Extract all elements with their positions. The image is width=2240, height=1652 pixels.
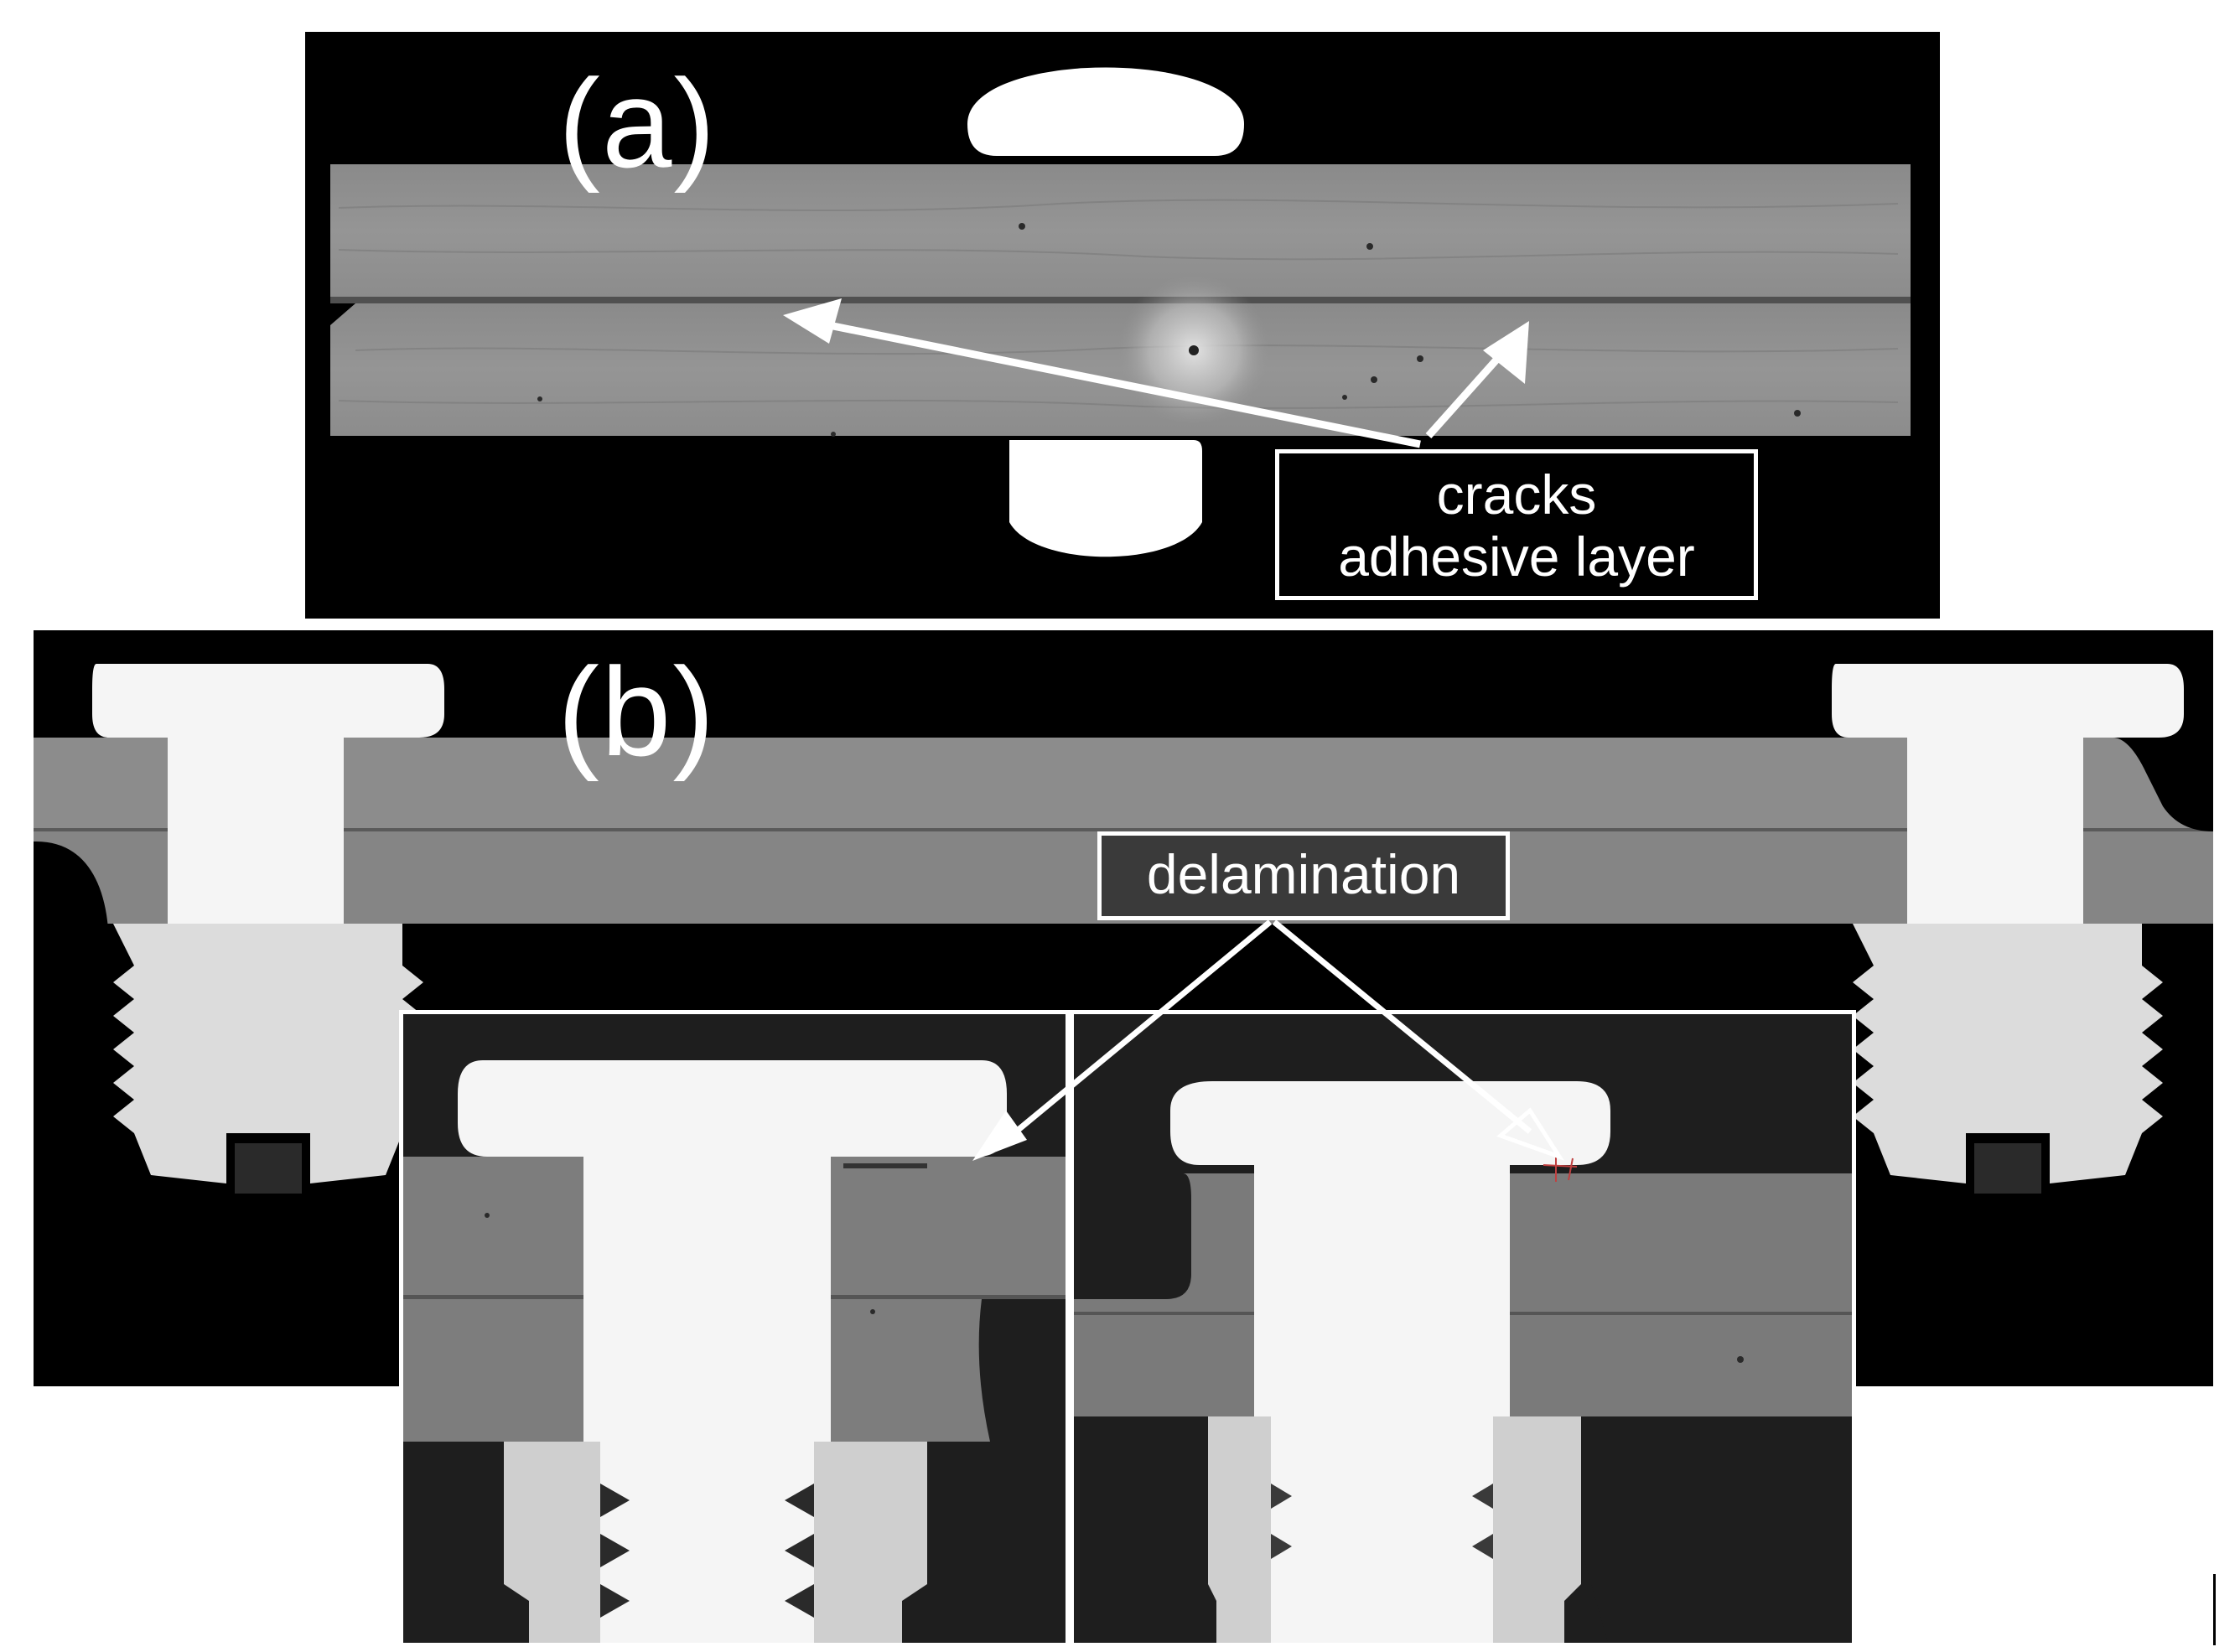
cracks-callout-box: cracks adhesive layer	[1275, 449, 1758, 600]
adhesive-crack-line	[330, 297, 1911, 303]
panel-label-b: (b)	[557, 641, 717, 782]
top-laminate-band	[34, 738, 2213, 836]
callout-line-cracks: cracks	[1436, 463, 1597, 526]
delamination-callout-box: delamination	[1097, 831, 1510, 920]
upper-laminate	[330, 164, 1911, 298]
corner-tick-mark	[2213, 1574, 2216, 1645]
lower-rivet	[1009, 440, 1202, 557]
zoom-inset-right	[1070, 1010, 1856, 1647]
inset-right-image	[1074, 1014, 1852, 1643]
lower-laminate	[330, 303, 1911, 436]
callout-line-adhesive-layer: adhesive layer	[1338, 526, 1695, 588]
left-screw	[92, 664, 444, 1194]
zoom-inset-left	[399, 1010, 1070, 1647]
ct-scan-panel-a: (a) cracks adhesive layer	[305, 32, 1940, 619]
right-screw	[1832, 664, 2184, 1194]
panel-label-a: (a)	[558, 53, 718, 194]
inset-right-delamination-marks	[1543, 1157, 1578, 1182]
upper-rivet-head	[967, 67, 1244, 156]
ct-slice-a-image	[330, 67, 1911, 557]
inset-left-delamination	[843, 1163, 927, 1168]
inset-left-image	[403, 1014, 1066, 1643]
